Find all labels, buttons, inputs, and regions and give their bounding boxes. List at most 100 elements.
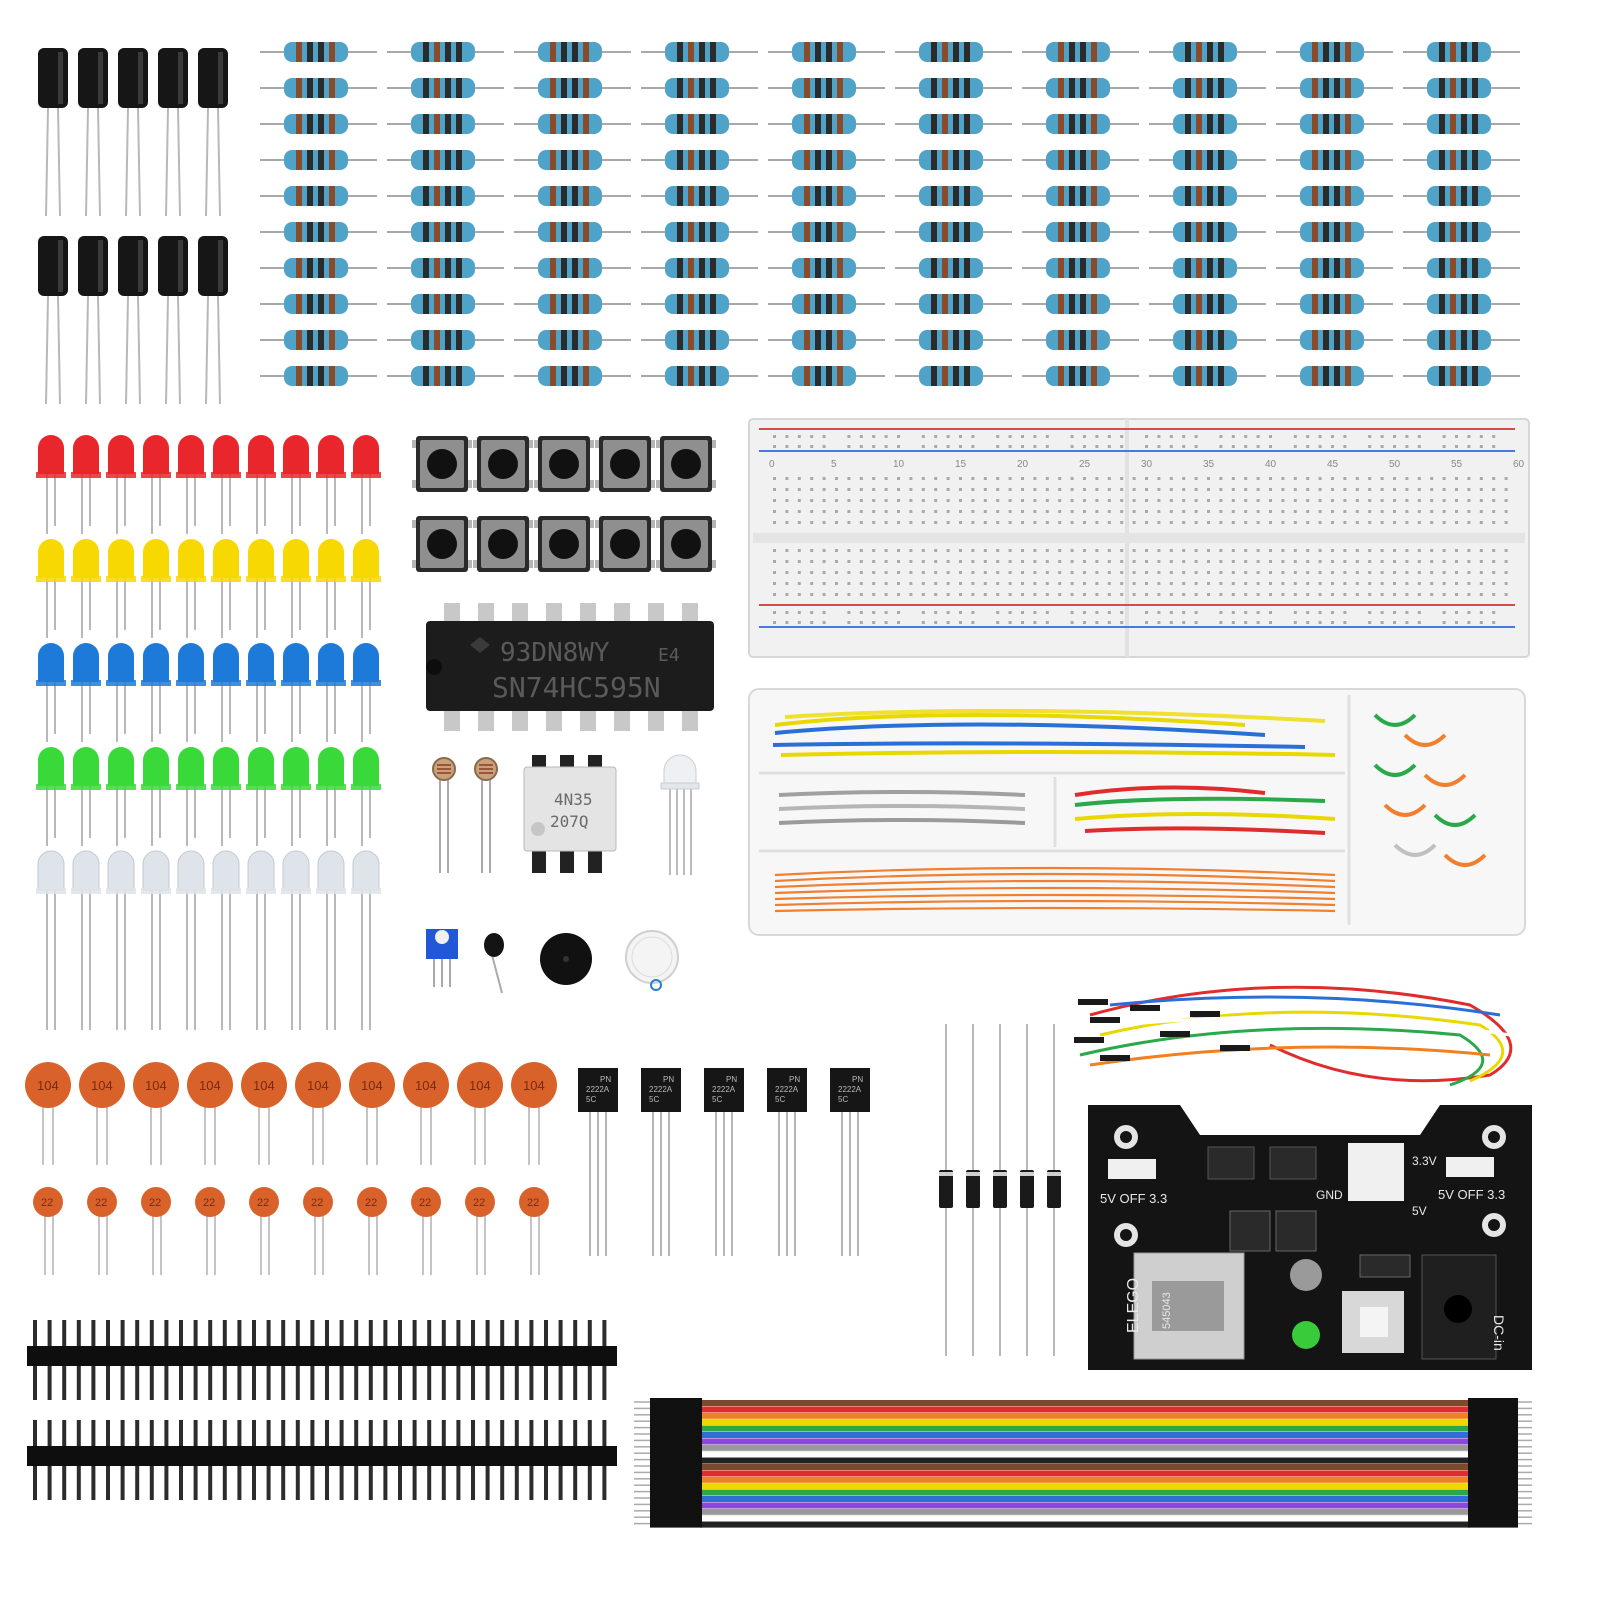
- led: [36, 435, 66, 534]
- led: [176, 643, 206, 742]
- led: [71, 539, 101, 638]
- ceramic-capacitor-label: 104: [145, 1078, 167, 1093]
- resistor: [641, 366, 758, 386]
- transistor-code: 5C: [775, 1095, 785, 1104]
- ceramic-capacitor-label: 104: [307, 1078, 329, 1093]
- diode: [939, 1024, 953, 1356]
- led: [351, 747, 381, 846]
- led: [176, 435, 206, 534]
- ceramic-capacitor-label: 22: [41, 1197, 53, 1209]
- resistor: [895, 150, 1012, 170]
- ribbon-wire: [700, 1400, 1470, 1406]
- led: [316, 643, 346, 742]
- ribbon-wire: [700, 1521, 1470, 1528]
- ribbon-connector: [1468, 1398, 1518, 1406]
- chip-logo-text: 93DN8WY: [500, 638, 610, 668]
- ribbon-connector: [1468, 1487, 1518, 1496]
- ribbon-connector: [1468, 1513, 1518, 1522]
- ribbon-connector: [650, 1519, 702, 1528]
- led: [106, 435, 136, 534]
- resistor: [1276, 78, 1393, 98]
- ceramic-capacitor-label: 22: [203, 1197, 215, 1209]
- psu-brand: ELEGO: [1125, 1278, 1142, 1333]
- psu-gnd-label: GND: [1316, 1188, 1343, 1202]
- led: [106, 643, 136, 742]
- rgb-led-icon: [660, 754, 700, 875]
- resistor: [1276, 258, 1393, 278]
- ribbon-connector: [1468, 1474, 1518, 1483]
- led: [71, 747, 101, 846]
- ceramic-capacitor-104: 104: [241, 1062, 287, 1165]
- ceramic-capacitor-label: 22: [149, 1197, 161, 1209]
- ribbon-wire: [700, 1438, 1470, 1445]
- ribbon-wire: [700, 1483, 1470, 1490]
- resistor: [768, 78, 885, 98]
- resistor: [260, 186, 377, 206]
- resistor: [1149, 42, 1266, 62]
- ribbon-connector: [1468, 1423, 1518, 1432]
- ceramic-capacitor-label: 104: [91, 1078, 113, 1093]
- electrolytic-capacitor: [118, 236, 148, 405]
- led: [316, 435, 346, 534]
- transistor-code: 5C: [586, 1095, 596, 1104]
- push-button: [595, 436, 655, 492]
- led: [351, 850, 381, 1030]
- ceramic-capacitor-22: 22: [519, 1187, 549, 1275]
- ribbon-connector: [650, 1404, 702, 1413]
- chip-logo-suffix: E4: [658, 645, 680, 666]
- resistor: [895, 258, 1012, 278]
- led: [211, 850, 241, 1030]
- resistor: [387, 78, 504, 98]
- ribbon-connector: [650, 1436, 702, 1445]
- ribbon-connector: [650, 1481, 702, 1490]
- resistor: [514, 258, 631, 278]
- breadboard-column-number: 0: [769, 459, 775, 470]
- breadboard-column-number: 50: [1389, 459, 1401, 470]
- resistor: [1403, 186, 1520, 206]
- photoresistor-icon: [432, 757, 498, 873]
- ceramic-capacitor-104: 104: [457, 1062, 503, 1165]
- led: [316, 539, 346, 638]
- transistor-part: 2222A: [775, 1085, 799, 1094]
- ribbon-wire: [700, 1464, 1470, 1470]
- ceramic-capacitor-label: 22: [95, 1197, 107, 1209]
- transistor-code: 5C: [712, 1095, 722, 1104]
- transistor-brand: PN: [852, 1075, 863, 1084]
- electrolytic-capacitor: [38, 48, 68, 217]
- breadboard-column-number: 20: [1017, 459, 1029, 470]
- push-button-icon: [412, 436, 716, 572]
- resistor: [1149, 150, 1266, 170]
- led: [176, 539, 206, 638]
- resistor: [641, 114, 758, 134]
- electrolytic-capacitor: [158, 48, 188, 217]
- ribbon-connector: [650, 1487, 702, 1496]
- led: [71, 850, 101, 1030]
- ribbon-wire: [700, 1444, 1470, 1451]
- resistor: [1276, 330, 1393, 350]
- led: [141, 643, 171, 742]
- ribbon-connector: [650, 1513, 702, 1522]
- ribbon-wire: [700, 1508, 1470, 1515]
- ceramic-capacitor-104: 104: [295, 1062, 341, 1165]
- resistor: [895, 114, 1012, 134]
- led: [351, 539, 381, 638]
- resistor: [641, 222, 758, 242]
- led: [281, 643, 311, 742]
- ceramic-capacitor-22: 22: [357, 1187, 387, 1275]
- resistor: [895, 294, 1012, 314]
- ribbon-connector: [650, 1455, 702, 1464]
- buzzer-icon: [540, 930, 679, 991]
- ceramic-capacitor-label: 104: [415, 1078, 437, 1093]
- led: [141, 539, 171, 638]
- electrolytic-capacitor: [78, 48, 108, 217]
- resistor: [768, 222, 885, 242]
- resistor: [1403, 42, 1520, 62]
- led-icon: [36, 435, 381, 1030]
- breadboard-column-number: 40: [1265, 459, 1277, 470]
- ribbon-connector: [650, 1462, 702, 1470]
- resistor: [1403, 294, 1520, 314]
- resistor: [641, 78, 758, 98]
